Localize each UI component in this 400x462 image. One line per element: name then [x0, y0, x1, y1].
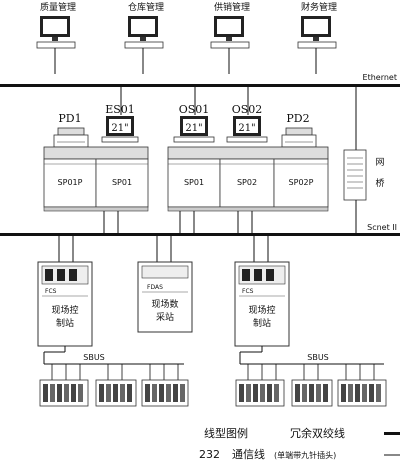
- io-rack-left-1: [39, 379, 89, 407]
- field-station-name-1: 现场控: [248, 304, 275, 316]
- field-station-name-1: 现场控: [51, 304, 78, 316]
- io-rack-right-1: [235, 379, 285, 407]
- sbus-label-right: SBUS: [307, 353, 329, 362]
- field-station-fcs-1: FCS 现场控 制站: [37, 261, 93, 347]
- field-station-header: FCS: [45, 288, 57, 295]
- station-es01-label: ES01: [105, 103, 135, 116]
- cabinet-sp01-a-label: SP01: [112, 178, 132, 187]
- legend-item-comm-code: 232: [199, 448, 220, 461]
- printer-pd2: PD2: [281, 112, 317, 148]
- legend-thick-line-sample: [384, 432, 400, 435]
- field-station-name-1: 现场数: [151, 298, 178, 310]
- cabinet-sp02: [219, 158, 275, 208]
- printer-pd1-label: PD1: [58, 112, 81, 125]
- keyboard-icon: [173, 136, 215, 143]
- sbus-label-left: SBUS: [83, 353, 105, 362]
- keyboard-icon: [36, 41, 76, 49]
- bridge-label-1: 网: [375, 157, 384, 168]
- field-station-header: FCS: [242, 288, 254, 295]
- field-station-header: FDAS: [147, 284, 163, 291]
- io-rack-left-2: [95, 379, 137, 407]
- terminal-finance-label: 财务管理: [301, 1, 337, 13]
- io-rack-right-2: [291, 379, 333, 407]
- console-group-right: SP01 SP02 SP02P: [167, 146, 329, 212]
- cabinet-sp02-label: SP02: [237, 178, 257, 187]
- keyboard-icon: [297, 41, 337, 49]
- terminal-warehouse-label: 仓库管理: [128, 1, 164, 13]
- printer-pd1: PD1: [53, 112, 89, 148]
- legend-item-redundant-label: 冗余双绞线: [290, 426, 345, 440]
- monitor-size-text: 21": [185, 123, 202, 134]
- bridge-label-2: 桥: [375, 177, 384, 189]
- ethernet-bus: [0, 84, 400, 87]
- station-os02-label: OS02: [232, 103, 263, 116]
- monitor-size-text: 21": [111, 123, 128, 134]
- keyboard-icon: [226, 136, 268, 143]
- line-legend: 线型图例 冗余双绞线 232 通信线 (单端带九针插头): [199, 426, 400, 461]
- network-bridge: 网 桥: [343, 149, 385, 201]
- keyboard-icon: [101, 136, 139, 143]
- cabinet-sp02p-label: SP02P: [289, 178, 314, 187]
- ethernet-label: Ethernet: [363, 73, 397, 82]
- printer-icon: [285, 127, 313, 136]
- terminal-supply-label: 供销管理: [214, 1, 250, 13]
- io-rack-left-3: [141, 379, 189, 407]
- legend-item-comm-label: 通信线: [232, 447, 265, 461]
- bridge-box: [343, 149, 367, 201]
- cabinet-sp01-a: [95, 158, 149, 208]
- cabinet-sp01-b-label: SP01: [184, 178, 204, 187]
- field-station-name-2: 制站: [253, 317, 271, 329]
- field-station-fcs-2: FCS 现场控 制站: [234, 261, 290, 347]
- printer-pd2-label: PD2: [286, 112, 309, 125]
- cabinet-sp01p-label: SP01P: [58, 178, 83, 187]
- terminal-quality-label: 质量管理: [40, 1, 76, 13]
- station-os01-label: OS01: [179, 103, 210, 116]
- field-station-name-2: 采站: [156, 311, 174, 323]
- field-station-fdas: FDAS 现场数 采站: [137, 261, 193, 333]
- station-es01: ES01 21": [101, 103, 139, 143]
- io-rack-right-3: [337, 379, 387, 407]
- terminal-supply: 供销管理: [210, 1, 250, 74]
- scnet-bus: [0, 233, 400, 236]
- console-group-left: SP01P SP01: [43, 146, 149, 212]
- station-os02: OS02 21": [226, 103, 268, 143]
- legend-title: 线型图例: [204, 426, 248, 440]
- station-os01: OS01 21": [173, 103, 215, 143]
- terminal-warehouse: 仓库管理: [124, 1, 164, 74]
- monitor-size-text: 21": [238, 123, 255, 134]
- keyboard-icon: [124, 41, 164, 49]
- terminal-finance: 财务管理: [297, 1, 337, 74]
- keyboard-icon: [210, 41, 250, 49]
- legend-item-comm-note: (单端带九针插头): [274, 450, 336, 460]
- printer-icon: [57, 127, 85, 136]
- field-station-name-2: 制站: [56, 317, 74, 329]
- terminal-quality: 质量管理: [36, 1, 76, 74]
- scnet-label: Scnet II: [367, 223, 397, 232]
